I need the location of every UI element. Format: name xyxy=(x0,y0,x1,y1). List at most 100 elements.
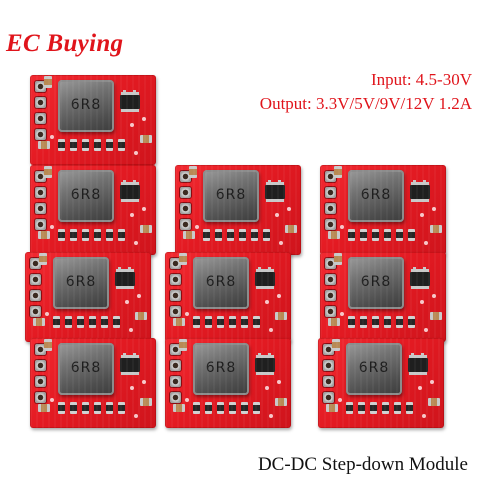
smd-resistor xyxy=(113,316,120,328)
via xyxy=(50,398,54,402)
smd-resistor xyxy=(118,229,125,241)
smd-resistor xyxy=(82,139,89,151)
regulator-chip xyxy=(120,180,140,199)
via xyxy=(130,213,134,217)
capacitor xyxy=(44,166,52,178)
via xyxy=(424,241,428,245)
capacitor xyxy=(140,398,152,406)
via xyxy=(418,386,422,390)
inductor: 6R8 xyxy=(58,343,114,395)
smd-resistor xyxy=(372,229,379,241)
dc-dc-module-board: 6R8 xyxy=(320,252,446,342)
via xyxy=(265,300,269,304)
inductor-marking: 6R8 xyxy=(360,187,392,203)
dc-dc-module-board: 6R8 xyxy=(318,338,444,428)
smd-resistor xyxy=(263,229,270,241)
inductor-marking: 6R8 xyxy=(205,360,237,376)
smd-resistor xyxy=(106,402,113,414)
regulator-chip xyxy=(255,353,275,372)
solder-pad xyxy=(170,344,181,355)
solder-pad xyxy=(35,376,46,387)
smd-resistor xyxy=(241,316,248,328)
regulator-chip xyxy=(255,267,275,286)
inductor: 6R8 xyxy=(203,170,259,222)
inductor-marking: 6R8 xyxy=(205,274,237,290)
solder-pad xyxy=(325,187,336,198)
via xyxy=(275,213,279,217)
smd-resistor xyxy=(106,229,113,241)
smd-resistor xyxy=(384,229,391,241)
via xyxy=(45,312,49,316)
capacitor xyxy=(179,339,187,351)
smd-resistor xyxy=(89,316,96,328)
via xyxy=(338,398,342,402)
via xyxy=(277,294,281,298)
via xyxy=(134,414,138,418)
smd-resistor xyxy=(94,229,101,241)
regulator-chip xyxy=(120,353,140,372)
via xyxy=(134,151,138,155)
capacitor xyxy=(173,318,185,326)
capacitor xyxy=(39,253,47,265)
smd-resistor xyxy=(58,402,65,414)
via xyxy=(142,207,146,211)
inductor: 6R8 xyxy=(193,343,249,395)
inductor: 6R8 xyxy=(58,170,114,222)
smd-resistor xyxy=(217,402,224,414)
dc-dc-module-board: 6R8 xyxy=(320,165,446,255)
via xyxy=(340,225,344,229)
solder-pad xyxy=(180,187,191,198)
dc-dc-module-board: 6R8 xyxy=(165,252,291,342)
brand-logo: EC Buying xyxy=(6,30,124,57)
solder-pad xyxy=(35,344,46,355)
dc-dc-module-board: 6R8 xyxy=(25,252,151,342)
smd-resistor xyxy=(229,316,236,328)
capacitor xyxy=(332,339,340,351)
solder-pad xyxy=(180,171,191,182)
smd-resistor xyxy=(396,229,403,241)
capacitor xyxy=(275,398,287,406)
solder-pad xyxy=(170,376,181,387)
solder-pad xyxy=(170,290,181,301)
smd-resistor xyxy=(58,139,65,151)
smd-resistor xyxy=(94,139,101,151)
solder-pad xyxy=(323,376,334,387)
inductor: 6R8 xyxy=(348,257,404,309)
via xyxy=(424,328,428,332)
smd-resistor xyxy=(217,316,224,328)
solder-pad xyxy=(35,113,46,124)
via xyxy=(125,300,129,304)
capacitor xyxy=(33,318,45,326)
solder-pad xyxy=(170,360,181,371)
dc-dc-module-board: 6R8 xyxy=(30,338,156,428)
via xyxy=(50,225,54,229)
smd-resistor xyxy=(118,402,125,414)
inductor: 6R8 xyxy=(58,80,114,132)
smd-resistor xyxy=(360,316,367,328)
smd-resistor xyxy=(70,402,77,414)
smd-resistor xyxy=(408,229,415,241)
capacitor xyxy=(275,312,287,320)
solder-pad xyxy=(35,187,46,198)
capacitor xyxy=(326,404,338,412)
inductor: 6R8 xyxy=(193,257,249,309)
inductor-marking: 6R8 xyxy=(65,274,97,290)
via xyxy=(185,398,189,402)
smd-resistor xyxy=(82,229,89,241)
solder-pad xyxy=(35,203,46,214)
capacitor xyxy=(430,225,442,233)
smd-resistor xyxy=(253,316,260,328)
smd-resistor xyxy=(239,229,246,241)
inductor: 6R8 xyxy=(348,170,404,222)
via xyxy=(269,414,273,418)
smd-resistor xyxy=(408,316,415,328)
via xyxy=(277,380,281,384)
dc-dc-module-board: 6R8 xyxy=(30,165,156,255)
via xyxy=(269,328,273,332)
capacitor xyxy=(428,398,440,406)
solder-pad xyxy=(35,97,46,108)
capacitor xyxy=(334,166,342,178)
smd-resistor xyxy=(348,316,355,328)
via xyxy=(420,300,424,304)
via xyxy=(129,328,133,332)
